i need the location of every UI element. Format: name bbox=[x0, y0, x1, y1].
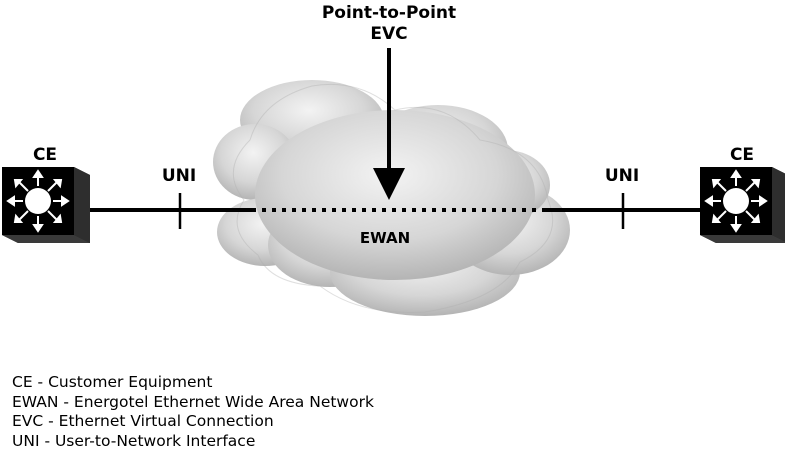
legend-item-ce: CE - Customer Equipment bbox=[12, 373, 213, 391]
evc-title-line1: Point-to-Point bbox=[322, 3, 456, 23]
router-icon-left bbox=[1, 166, 91, 244]
uni-left-label: UNI bbox=[162, 166, 196, 186]
legend-item-uni: UNI - User-to-Network Interface bbox=[12, 431, 256, 450]
ewan-label: EWAN bbox=[360, 229, 410, 247]
uni-right-label: UNI bbox=[605, 166, 639, 186]
legend: CE - Customer Equipment EWAN - Energotel… bbox=[12, 373, 374, 451]
legend-item-ewan: EWAN - Energotel Ethernet Wide Area Netw… bbox=[12, 392, 374, 411]
ce-left-label: CE bbox=[33, 145, 57, 165]
router-icon-right bbox=[699, 166, 785, 244]
legend-item-evc: EVC - Ethernet Virtual Connection bbox=[12, 412, 274, 430]
evc-title-line2: EVC bbox=[370, 24, 407, 44]
ewan-cloud bbox=[213, 80, 570, 316]
ce-right-label: CE bbox=[730, 145, 754, 165]
